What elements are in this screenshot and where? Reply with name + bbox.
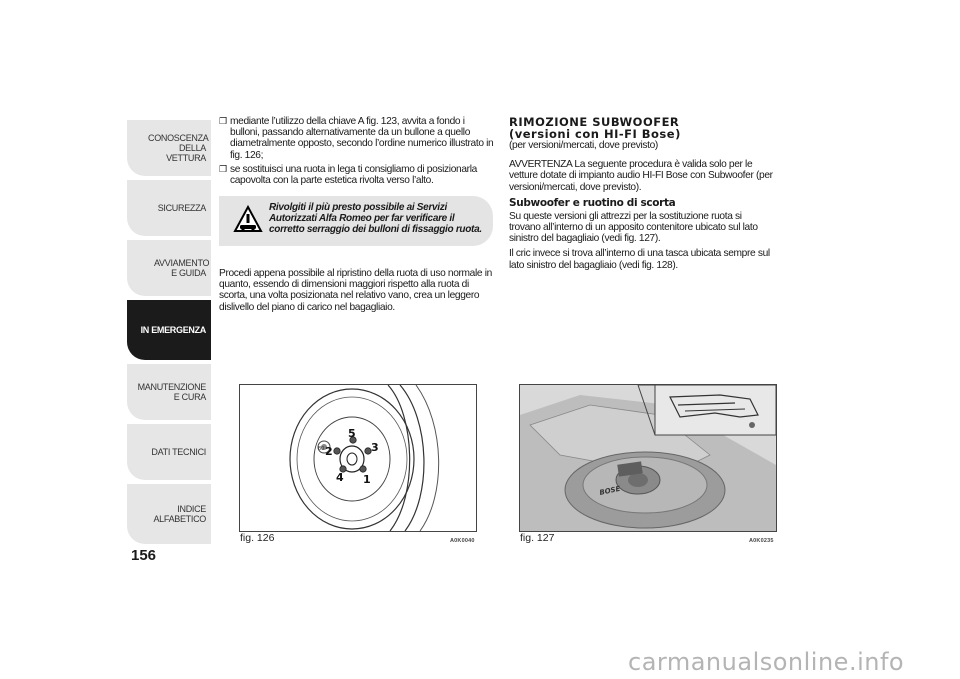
- left-paragraph: Procedi appena possibile al ripristino d…: [219, 268, 495, 317]
- tab-label: CONOSCENZA DELLA VETTURA: [148, 133, 209, 163]
- tab-avviamento-e-guida[interactable]: AVVIAMENTO E GUIDA: [127, 240, 211, 296]
- bullet-item: ❒ se sostituisci una ruota in lega ti co…: [219, 164, 495, 186]
- checkbox-bullet-icon: ❒: [219, 163, 227, 174]
- subheading: Subwoofer e ruotino di scorta: [509, 196, 676, 209]
- figure-caption: fig. 126: [240, 532, 275, 544]
- figure-126: 5 2 3 4 1 80: [239, 384, 477, 532]
- bolt-label: 4: [336, 471, 344, 484]
- tab-conoscenza-della-vettura[interactable]: CONOSCENZA DELLA VETTURA: [127, 120, 211, 176]
- figure-caption: fig. 127: [520, 532, 555, 544]
- right-column: RIMOZIONE SUBWOOFER (versioni con HI-FI …: [509, 116, 774, 275]
- left-column: ❒ mediante l’utilizzo della chiave A fig…: [219, 116, 495, 189]
- tab-in-emergenza[interactable]: IN EMERGENZA: [127, 300, 211, 360]
- tab-dati-tecnici[interactable]: DATI TECNICI: [127, 424, 211, 480]
- section-title-sub: (versioni con HI-FI Bose): [509, 127, 681, 141]
- tab-indice-alfabetico[interactable]: INDICE ALFABETICO: [127, 484, 211, 544]
- tab-label: AVVIAMENTO E GUIDA: [154, 258, 210, 278]
- paragraph: Procedi appena possibile al ripristino d…: [219, 268, 492, 313]
- bullet-item: ❒ mediante l’utilizzo della chiave A fig…: [219, 116, 495, 161]
- bullet-text: se sostituisci una ruota in lega ti cons…: [230, 163, 477, 187]
- tab-manutenzione-e-cura[interactable]: MANUTENZIONE E CURA: [127, 364, 211, 420]
- section-title: RIMOZIONE SUBWOOFER: [509, 115, 680, 129]
- tab-label: INDICE ALFABETICO: [153, 504, 206, 524]
- wheel-bolts-illustration: 5 2 3 4 1 80: [289, 384, 440, 532]
- paragraph: Su queste versioni gli attrezzi per la s…: [509, 210, 758, 245]
- page-number: 156: [131, 547, 157, 564]
- figure-code: A0K0040: [450, 538, 475, 544]
- bolt-label: 1: [363, 473, 371, 486]
- warning-text: Rivolgiti il più presto possibile ai Ser…: [269, 202, 482, 235]
- title-note: (per versioni/mercati, dove previsto): [509, 140, 658, 151]
- figure-code: A0K0235: [749, 538, 774, 544]
- bolt-label: 3: [371, 441, 379, 454]
- tab-label: SICUREZZA: [157, 203, 207, 213]
- tab-label: DATI TECNICI: [151, 447, 206, 457]
- warning-car-icon: [233, 205, 263, 232]
- tab-sicurezza[interactable]: SICUREZZA: [127, 180, 211, 236]
- tab-label: IN EMERGENZA: [140, 325, 207, 335]
- bolt-label: 2: [325, 445, 333, 458]
- checkbox-bullet-icon: ❒: [219, 116, 227, 126]
- bolt-label: 5: [348, 427, 356, 440]
- rim-text: 80: [318, 446, 324, 452]
- warning-box: Rivolgiti il più presto possibile ai Ser…: [219, 196, 493, 246]
- paragraph: Il cric invece si trova all’interno di u…: [509, 248, 770, 271]
- trunk-subwoofer-illustration: BOSE: [520, 384, 777, 531]
- bullet-text: mediante l’utilizzo della chiave A fig. …: [230, 116, 494, 161]
- figure-127: BOSE: [519, 384, 777, 532]
- avvertenza-paragraph: AVVERTENZA La seguente procedura è valid…: [509, 159, 773, 193]
- watermark[interactable]: carmanualsonline.info: [628, 648, 905, 676]
- tab-label: MANUTENZIONE E CURA: [137, 382, 207, 402]
